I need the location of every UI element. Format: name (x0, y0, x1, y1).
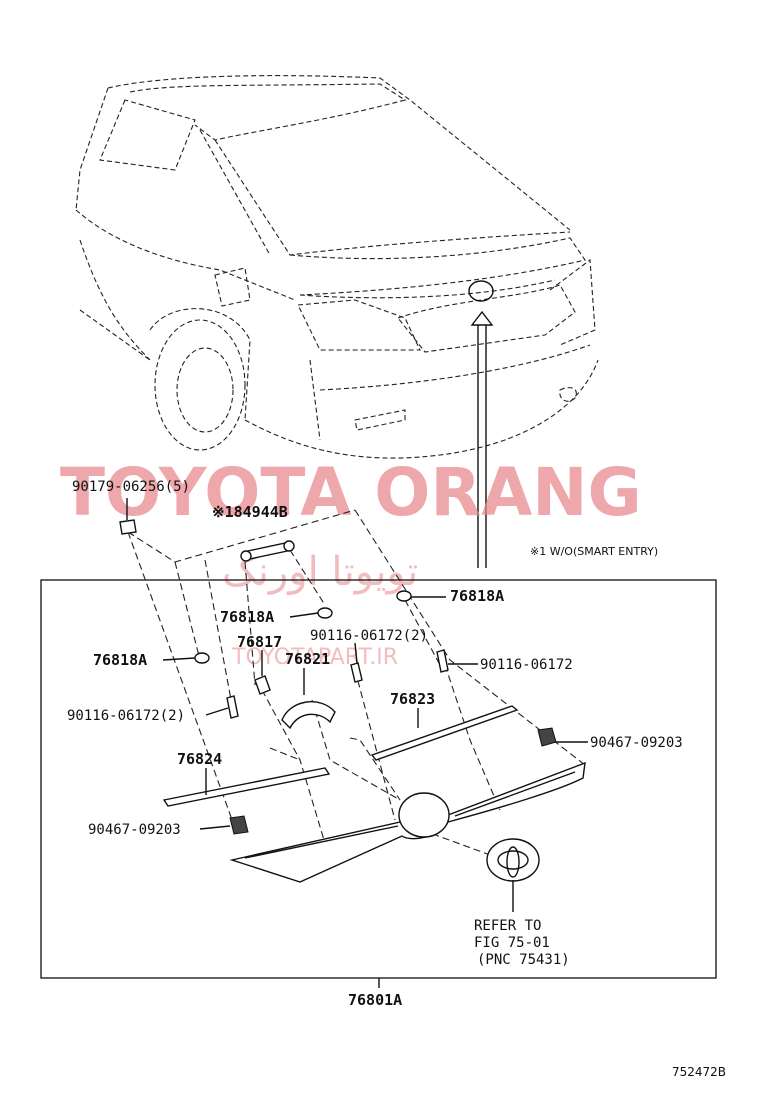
car-rear-illustration (75, 75, 599, 568)
label-76823[interactable]: 76823 (390, 690, 435, 708)
watermark-site: TOYOTAPART.IR (231, 645, 398, 670)
label-76821[interactable]: 76821 (285, 650, 330, 668)
label-leaders (126, 498, 588, 830)
strip-76824 (162, 767, 331, 807)
label-90467-09203-left[interactable]: 90467-09203 (88, 822, 181, 838)
label-76818a-mid[interactable]: 76818A (220, 608, 274, 626)
toyota-emblem-icon (486, 838, 540, 912)
bracket-76821 (281, 701, 336, 730)
label-76824[interactable]: 76824 (177, 750, 222, 768)
label-90116-06172-right[interactable]: 90116-06172 (480, 657, 573, 673)
grommet-76818a-left (194, 652, 210, 664)
bolt-90116-left (226, 695, 239, 719)
bolt-90116-top (350, 662, 363, 683)
label-76818a-right[interactable]: 76818A (450, 587, 504, 605)
clip-90467-right (537, 727, 557, 747)
label-90116-06172-pair-left[interactable]: 90116-06172(2) (67, 708, 185, 724)
label-76817[interactable]: 76817 (237, 633, 282, 651)
clip-76817 (254, 675, 271, 695)
refer-line-2[interactable]: FIG 75-01 (474, 935, 550, 951)
label-76801a[interactable]: 76801A (348, 991, 402, 1009)
label-84944b[interactable]: ※184944B (212, 503, 288, 521)
figure-id: 752472B (672, 1065, 726, 1079)
refer-line-3: (PNC 75431) (477, 952, 570, 968)
garnish-76801a (229, 761, 586, 883)
refer-line-1: REFER TO (474, 918, 541, 934)
strip-76823 (370, 705, 519, 761)
label-76818a-left[interactable]: 76818A (93, 651, 147, 669)
label-90467-09203-right[interactable]: 90467-09203 (590, 735, 683, 751)
grommet-76818a-mid (317, 607, 333, 619)
watermark-brand: TOYOTA ORANG (60, 454, 642, 531)
grommet-76818a-right (396, 590, 412, 602)
clip-90179 (119, 519, 137, 535)
label-90116-06172-pair-top[interactable]: 90116-06172(2) (310, 628, 428, 644)
smart-entry-note: ※1 W/O(SMART ENTRY) (530, 545, 658, 558)
switch-84944b (240, 540, 295, 562)
label-90179-06256[interactable]: 90179-06256(5) (72, 479, 190, 495)
bolt-90116-right (436, 649, 449, 673)
clip-90467-left (229, 815, 249, 835)
